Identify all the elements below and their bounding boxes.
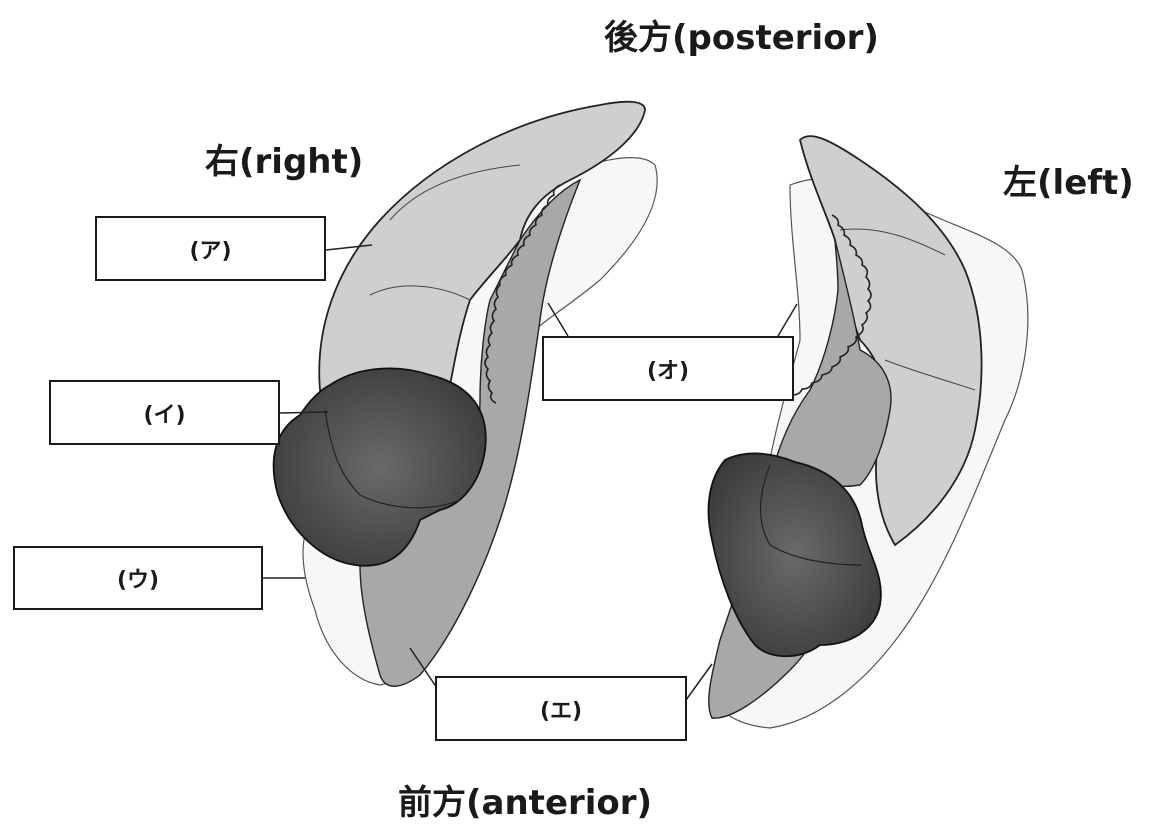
left-label: 左(left) (1003, 155, 1134, 204)
answer-box-i[interactable]: (イ) (49, 380, 280, 445)
leader-line-e-right (686, 664, 712, 700)
left-hemisphere-structure (708, 136, 1027, 728)
answer-box-a[interactable]: (ア) (95, 216, 326, 281)
anterior-label: 前方(anterior) (398, 775, 652, 824)
answer-box-e[interactable]: (エ) (435, 676, 687, 741)
answer-box-o[interactable]: (オ) (542, 336, 794, 401)
posterior-label: 後方(posterior) (604, 10, 879, 59)
leader-line-o-right (778, 304, 797, 336)
leader-line-i (280, 412, 328, 413)
answer-box-u[interactable]: (ウ) (13, 546, 263, 610)
right-label: 右(right) (205, 134, 363, 183)
